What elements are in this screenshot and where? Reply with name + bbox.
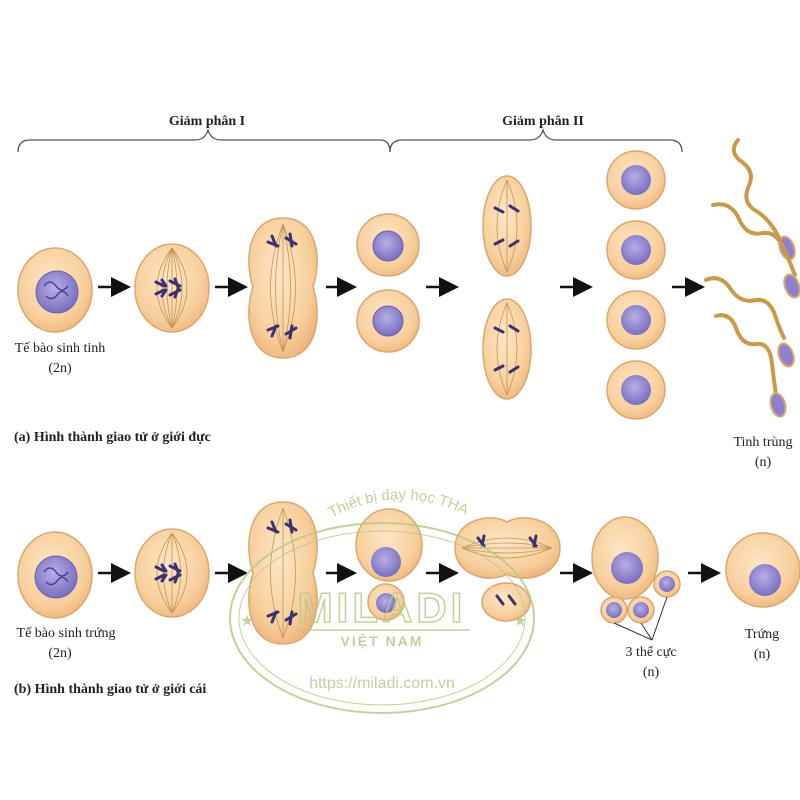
spermatocyte-label: Tế bào sinh tinh (15, 341, 106, 356)
telophase-1-cells-male (356, 213, 420, 353)
watermark-brand: MILADI (298, 584, 467, 631)
watermark-country: VIỆT NAM (341, 632, 424, 649)
sperm-cells (704, 138, 800, 418)
meiosis-2-cells-male (482, 175, 532, 400)
oocyte-ploidy: (2n) (48, 646, 72, 661)
egg-ploidy: (n) (754, 647, 771, 662)
spermatocyte-cell (17, 247, 93, 333)
anaphase-1-cell-male (248, 217, 318, 359)
meiosis-1-label: Giảm phân I (169, 114, 245, 129)
ootid-and-polar-bodies (591, 516, 681, 641)
meiosis-2-bracket (389, 127, 683, 153)
egg-cell (725, 532, 800, 608)
watermark-star-right-icon: ★ (513, 613, 527, 630)
male-caption: (a) Hình thành giao tử ở giới đực (14, 430, 211, 445)
spermatid-cells (606, 150, 666, 420)
meiosis-2-label: Giảm phân II (502, 114, 584, 129)
meiosis-1-bracket (17, 127, 391, 153)
metaphase-1-cell-female (134, 528, 210, 618)
meiosis-2-cells-female (454, 517, 561, 622)
spermatocyte-ploidy: (2n) (48, 361, 72, 376)
sperm-ploidy: (n) (755, 455, 772, 470)
sperm-label: Tinh trùng (733, 435, 792, 450)
metaphase-1-cell-male (134, 243, 210, 333)
telophase-1-cells-female (355, 508, 423, 621)
watermark-star-left-icon: ★ (240, 613, 254, 630)
oocyte-label: Tế bào sinh trứng (17, 626, 116, 641)
polar-bodies-label: 3 thể cực (625, 645, 676, 660)
oocyte-cell (17, 531, 93, 619)
egg-label: Trứng (745, 627, 779, 642)
polar-bodies-ploidy: (n) (643, 665, 660, 680)
watermark-url: https://miladi.com.vn (309, 675, 455, 692)
female-caption: (b) Hình thành giao tử ở giới cái (14, 682, 206, 697)
